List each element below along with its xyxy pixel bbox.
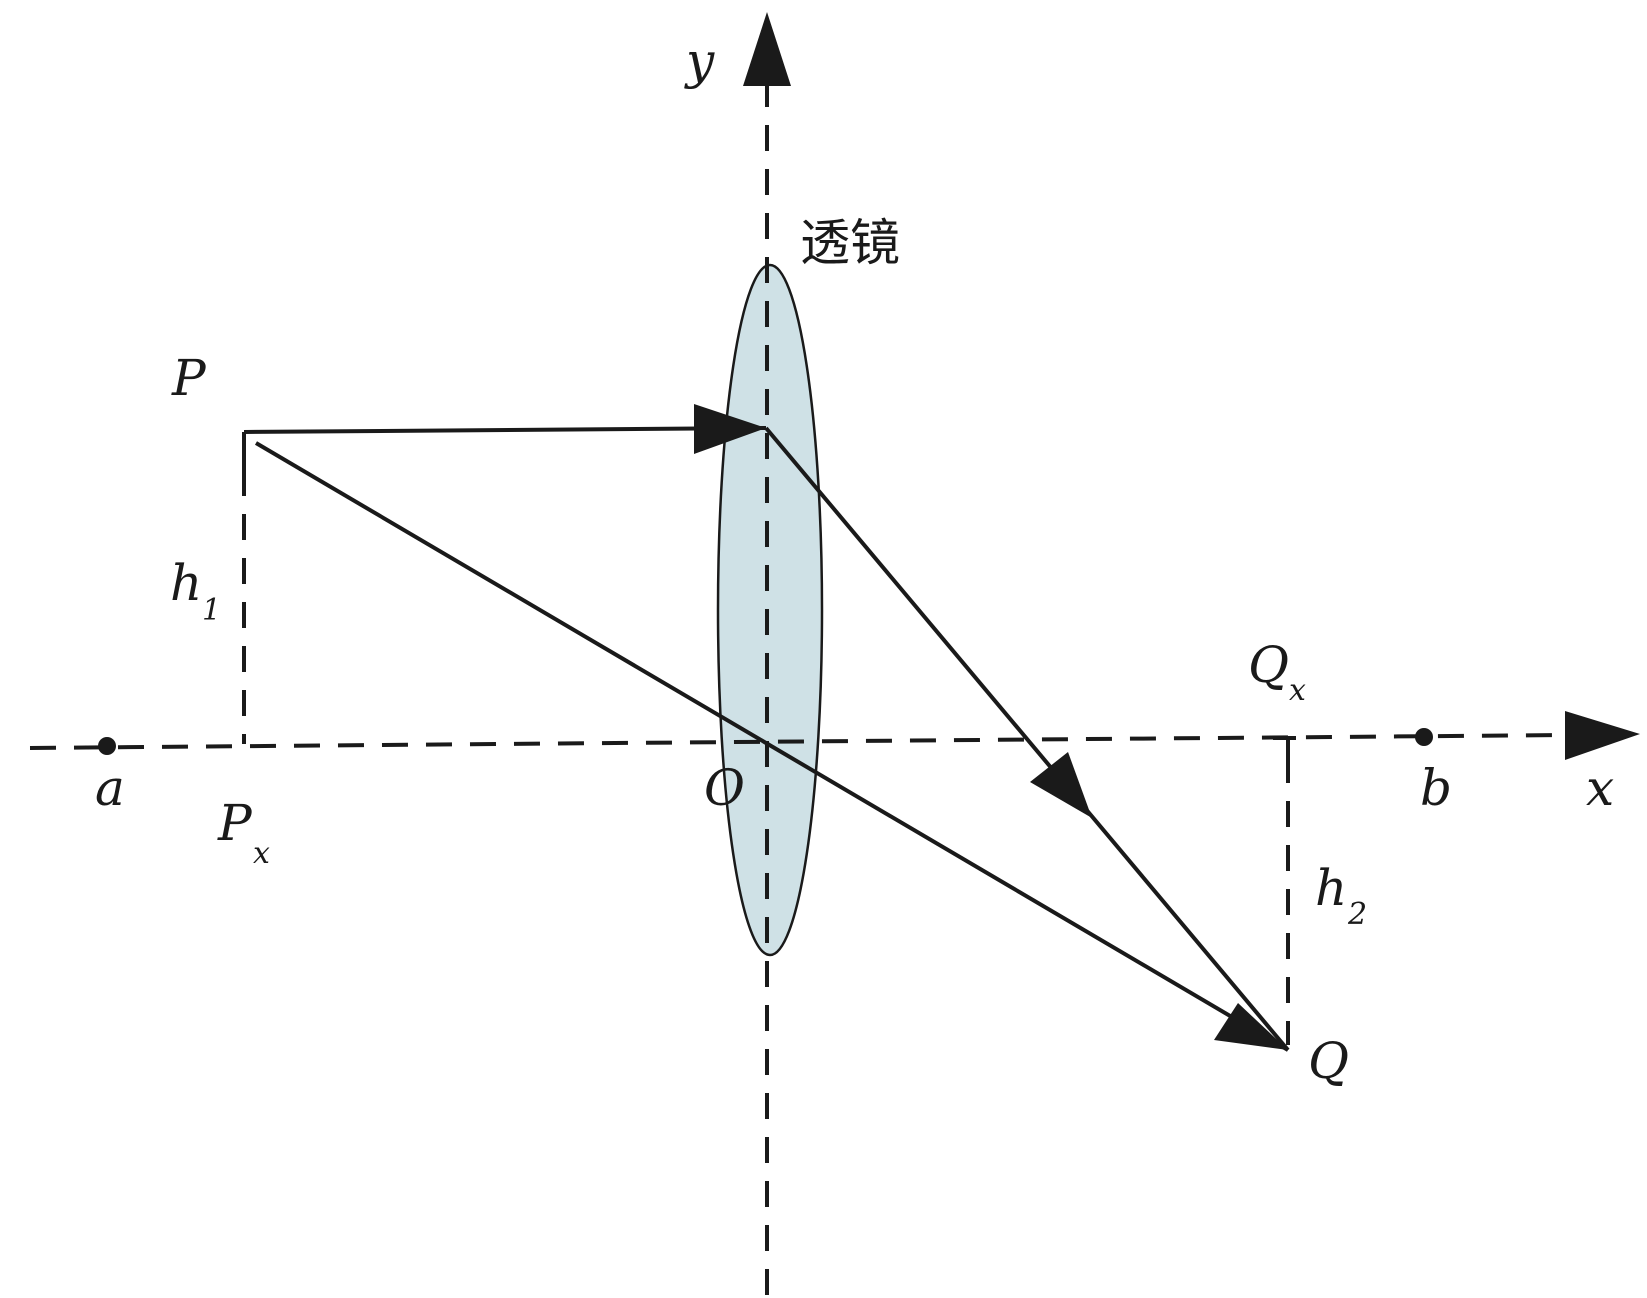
point-a-label: a <box>95 759 125 817</box>
height-h2-subscript: 2 <box>1347 897 1367 932</box>
point-P-label: P <box>171 349 207 407</box>
y-axis-label: y <box>684 32 715 90</box>
point-b-label: b <box>1420 759 1452 817</box>
lens-label: 透镜 <box>800 214 900 272</box>
x-axis-arrow <box>1565 711 1640 760</box>
y-axis-arrow <box>743 12 791 86</box>
point-Px-subscript: x <box>253 836 270 871</box>
point-Px-label: P <box>217 794 253 852</box>
ray-parallel-arrow <box>694 404 766 454</box>
x-axis-line <box>29 733 1566 750</box>
lens-shape <box>716 263 824 957</box>
ray-central-arrow <box>1214 1003 1288 1050</box>
ray-central <box>254 441 1290 1052</box>
x-axis-label: x <box>1586 759 1614 817</box>
point-Q-label: Q <box>1308 1032 1349 1090</box>
height-h2-label: h <box>1315 859 1347 917</box>
origin-O-label: O <box>704 759 745 817</box>
height-h1-label: h <box>170 554 202 612</box>
point-Qx-label: Q <box>1248 636 1289 694</box>
ray-refracted-arrow <box>1030 752 1092 818</box>
height-h1-subscript: 1 <box>202 593 221 628</box>
ray-refracted <box>764 426 1290 1052</box>
point-Qx-subscript: x <box>1289 673 1306 708</box>
ray-parallel <box>243 426 767 434</box>
point-b-dot <box>1415 728 1433 746</box>
point-a-dot <box>98 737 116 755</box>
